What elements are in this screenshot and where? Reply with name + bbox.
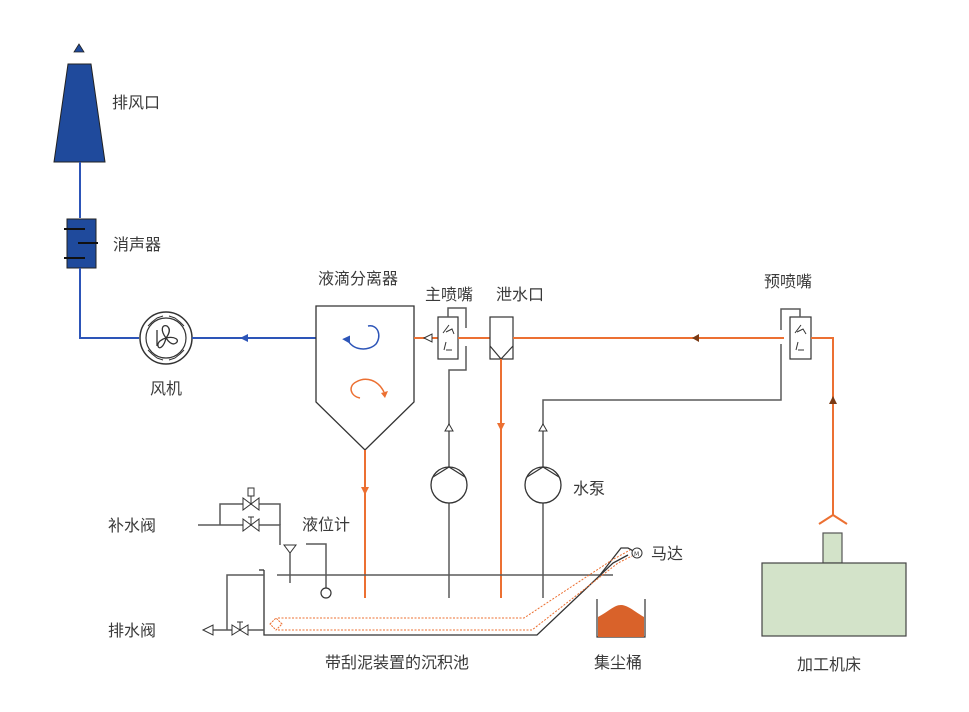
svg-text:M: M [634,551,639,558]
label-machine-tool: 加工机床 [797,655,861,674]
motor-icon [631,547,643,559]
exhaust-outlet [53,43,106,163]
drain-port-icon [489,316,514,360]
solenoid-valve-icon [242,487,260,511]
label-settling-tank: 带刮泥装置的沉积池 [325,653,469,672]
label-main-nozzle: 主喷嘴 [425,285,473,304]
suction-hood-icon [818,513,848,525]
label-motor: 马达 [651,544,683,563]
flow-arrow-icon [692,334,699,342]
water-pump-1 [430,422,468,504]
nozzle-body-icon [437,316,459,360]
main-nozzle [437,307,467,598]
pump-icon [524,466,562,504]
label-dust-bucket: 集尘桶 [594,653,642,672]
machine-body-icon [761,562,907,637]
label-fan: 风机 [150,379,182,398]
label-drain-valve: 排水阀 [108,621,156,640]
label-drain-port: 泄水口 [496,285,544,304]
level-float-icon [320,587,332,599]
exhaust-stack-icon [53,63,106,163]
manual-valve-icon [242,516,260,532]
pump-icon [430,466,468,504]
manual-valve-icon [231,621,249,636]
air-duct-fan-in [79,268,139,339]
label-droplet-separator: 液滴分离器 [318,269,398,288]
flow-arrow-icon [829,396,837,404]
drain-valve-assembly [201,574,264,636]
drain-port [489,316,514,360]
flow-arrow-icon [497,423,505,431]
swirl-blue-icon [347,325,380,350]
label-level-gauge: 液位计 [302,515,350,534]
label-water-pump: 水泵 [573,479,605,498]
fan [139,311,193,365]
scraper-chain-icon [278,549,631,619]
flow-arrow-icon [538,422,548,432]
fan-blades-icon [156,324,179,349]
label-makeup-valve: 补水阀 [108,516,156,535]
exhaust-cap-icon [73,43,85,53]
label-silencer: 消声器 [113,235,161,254]
flow-arrow-icon [422,333,433,343]
settling-tank [259,547,638,636]
flow-arrow-icon [361,487,369,495]
outlet-arrow-icon [201,624,214,636]
machine-tool [761,532,907,637]
water-pump-2 [524,422,562,504]
droplet-separator [315,305,415,451]
makeup-valve-assembly [198,487,297,583]
machine-suction-pipe [811,337,834,515]
flow-arrow-icon [444,422,454,432]
dust-bucket [596,599,646,638]
label-exhaust-outlet: 排风口 [112,93,160,112]
silencer [64,218,98,269]
machine-spindle-icon [822,532,843,564]
level-gauge [306,543,332,599]
label-pre-nozzle: 预喷嘴 [764,272,812,291]
motor: M [631,547,643,559]
separator-body [315,305,415,451]
swirl-orange-icon [350,378,385,399]
dust-pile-icon [598,605,644,637]
flow-arrow-icon [240,334,248,342]
nozzle-body-icon [789,316,812,360]
